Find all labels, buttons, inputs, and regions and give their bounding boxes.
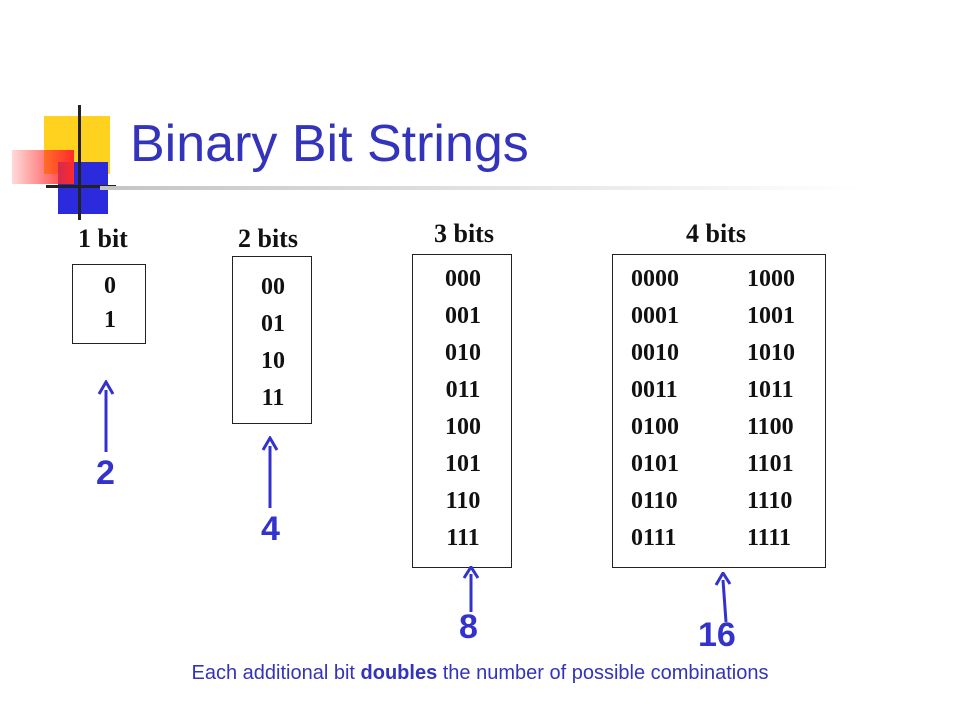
bit-string: 001 [445, 303, 481, 329]
deco-horizontal-line [46, 185, 116, 188]
bit-string: 0001 [631, 303, 679, 329]
group-3-box: 000 001 010 011 100 101 110 111 [412, 254, 512, 568]
bit-string: 0011 [631, 377, 678, 403]
bit-string: 0101 [631, 451, 679, 477]
bit-string: 1 [104, 307, 116, 333]
bit-string: 1111 [747, 525, 792, 551]
group-1-count: 2 [96, 454, 115, 492]
bit-string: 101 [445, 451, 481, 477]
group-4-box: 0000 0001 0010 0011 0100 0101 0110 0111 … [612, 254, 826, 568]
bit-string: 10 [261, 348, 285, 374]
bit-string: 000 [445, 266, 481, 292]
bit-string: 100 [445, 414, 481, 440]
footnote-emphasis: doubles [360, 662, 438, 684]
bit-string: 1001 [747, 303, 795, 329]
footnote: Each additional bit doubles the number o… [0, 662, 960, 685]
page-title: Binary Bit Strings [130, 115, 529, 173]
deco-vertical-line [78, 105, 81, 220]
bit-string: 0111 [631, 525, 677, 551]
group-3-values: 000 001 010 011 100 101 110 111 [413, 261, 513, 557]
group-1-arrow [97, 380, 115, 452]
bit-string: 1011 [747, 377, 794, 403]
bit-string: 00 [261, 274, 285, 300]
bit-string: 01 [261, 311, 285, 337]
group-2-count: 4 [261, 510, 280, 548]
group-2-label: 2 bits [238, 224, 298, 253]
bit-string: 1110 [747, 488, 793, 514]
bit-string: 1000 [747, 266, 795, 292]
bit-string: 011 [445, 377, 481, 403]
bit-string: 0110 [631, 488, 678, 514]
group-2-box: 00 01 10 11 [232, 256, 312, 424]
bit-string: 0010 [631, 340, 679, 366]
bit-string: 1100 [747, 414, 794, 440]
bit-string: 111 [446, 525, 480, 551]
bit-string: 11 [261, 385, 285, 411]
group-2-arrow [261, 436, 279, 508]
footnote-text-after: the number of possible combinations [437, 662, 769, 684]
title-underline [100, 186, 860, 190]
deco-red-bar [12, 150, 74, 184]
group-3-label: 3 bits [434, 219, 494, 248]
group-1-values: 0 1 [73, 269, 147, 337]
group-1-box: 0 1 [72, 264, 146, 344]
group-4-arrow [714, 572, 732, 622]
group-4-label: 4 bits [686, 219, 746, 248]
bit-string: 010 [445, 340, 481, 366]
group-1-label: 1 bit [78, 224, 128, 253]
group-3-arrow [462, 566, 480, 612]
group-4-count: 16 [698, 616, 736, 654]
bit-string: 110 [445, 488, 481, 514]
bit-string: 1010 [747, 340, 795, 366]
group-2-values: 00 01 10 11 [233, 269, 313, 417]
group-4-values-right: 1000 1001 1010 1011 1100 1101 1110 1111 [747, 261, 795, 557]
group-4-values-left: 0000 0001 0010 0011 0100 0101 0110 0111 [631, 261, 679, 557]
bit-string: 0 [104, 273, 116, 299]
group-3-count: 8 [459, 608, 478, 646]
bit-string: 1101 [747, 451, 794, 477]
footnote-text-before: Each additional bit [191, 662, 361, 684]
bit-string: 0000 [631, 266, 679, 292]
bit-string: 0100 [631, 414, 679, 440]
